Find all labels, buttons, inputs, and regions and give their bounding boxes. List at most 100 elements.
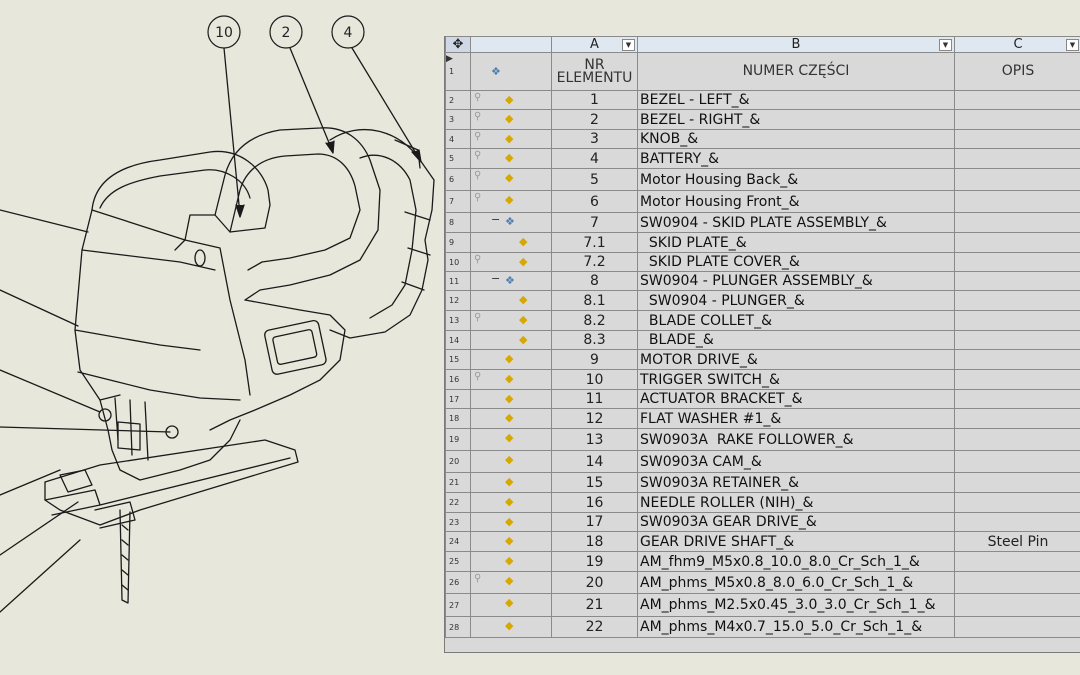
item-number-cell[interactable]: 18: [551, 531, 638, 552]
part-number-cell[interactable]: SW0903A RAKE FOLLOWER_&: [637, 428, 955, 451]
description-cell[interactable]: [954, 129, 1080, 149]
part-number-cell[interactable]: AM_phms_M5x0.8_8.0_6.0_Cr_Sch_1_&: [637, 571, 955, 594]
item-number-cell[interactable]: 16: [551, 492, 638, 513]
item-number-cell[interactable]: 8: [551, 271, 638, 291]
item-number-cell[interactable]: 9: [551, 349, 638, 370]
item-number-cell[interactable]: 8.2: [551, 310, 638, 331]
item-number-cell[interactable]: 19: [551, 551, 638, 572]
chevron-down-icon[interactable]: ▼: [939, 39, 952, 51]
part-number-cell[interactable]: BLADE_&: [637, 330, 955, 350]
part-number-cell[interactable]: TRIGGER SWITCH_&: [637, 369, 955, 390]
part-number-cell[interactable]: ACTUATOR BRACKET_&: [637, 389, 955, 409]
description-cell[interactable]: [954, 472, 1080, 493]
table-row[interactable]: 9◆7.1 SKID PLATE_&: [445, 232, 1080, 253]
description-cell[interactable]: [954, 593, 1080, 617]
table-move-handle-icon[interactable]: ✥: [445, 36, 471, 53]
chevron-down-icon[interactable]: ▼: [1066, 39, 1079, 51]
item-number-cell[interactable]: 8.1: [551, 290, 638, 311]
part-number-cell[interactable]: AM_fhm9_M5x0.8_10.0_8.0_Cr_Sch_1_&: [637, 551, 955, 572]
description-cell[interactable]: [954, 310, 1080, 331]
description-cell[interactable]: [954, 492, 1080, 513]
part-number-cell[interactable]: BATTERY_&: [637, 148, 955, 169]
description-cell[interactable]: [954, 616, 1080, 638]
table-row[interactable]: 14◆8.3 BLADE_&: [445, 330, 1080, 350]
balloon-2[interactable]: 2: [282, 25, 291, 41]
description-cell[interactable]: [954, 571, 1080, 594]
description-cell[interactable]: Steel Pin: [954, 531, 1080, 552]
column-header-c[interactable]: C▼: [954, 36, 1080, 53]
part-number-cell[interactable]: SKID PLATE_&: [637, 232, 955, 253]
part-number-cell[interactable]: SW0903A RETAINER_&: [637, 472, 955, 493]
description-cell[interactable]: [954, 232, 1080, 253]
part-number-cell[interactable]: NEEDLE ROLLER (NIH)_&: [637, 492, 955, 513]
part-number-cell[interactable]: AM_phms_M4x0.7_15.0_5.0_Cr_Sch_1_&: [637, 616, 955, 638]
description-cell[interactable]: [954, 450, 1080, 473]
bill-of-materials-table[interactable]: ▶ ✥ A▼ B▼ C▼ 1 ❖ NR ELEMENTU NUMER CZĘŚC…: [444, 36, 1080, 653]
item-number-cell[interactable]: 10: [551, 369, 638, 390]
description-cell[interactable]: [954, 90, 1080, 110]
item-number-cell[interactable]: 2: [551, 109, 638, 130]
column-header-a[interactable]: A▼: [551, 36, 638, 53]
description-cell[interactable]: [954, 109, 1080, 130]
part-number-cell[interactable]: SW0903A CAM_&: [637, 450, 955, 473]
item-number-cell[interactable]: 1: [551, 90, 638, 110]
description-cell[interactable]: [954, 212, 1080, 233]
part-number-cell[interactable]: BEZEL - RIGHT_&: [637, 109, 955, 130]
part-number-cell[interactable]: Motor Housing Back_&: [637, 168, 955, 191]
part-number-cell[interactable]: BEZEL - LEFT_&: [637, 90, 955, 110]
item-number-cell[interactable]: 8.3: [551, 330, 638, 350]
collapse-toggle-icon[interactable]: −: [491, 213, 501, 227]
item-number-cell[interactable]: 5: [551, 168, 638, 191]
collapse-toggle-icon[interactable]: −: [491, 272, 501, 286]
description-cell[interactable]: [954, 330, 1080, 350]
chevron-down-icon[interactable]: ▼: [622, 39, 635, 51]
part-number-cell[interactable]: SKID PLATE COVER_&: [637, 252, 955, 272]
description-cell[interactable]: [954, 512, 1080, 532]
item-number-cell[interactable]: 17: [551, 512, 638, 532]
description-cell[interactable]: [954, 369, 1080, 390]
description-cell[interactable]: [954, 190, 1080, 213]
item-number-cell[interactable]: 14: [551, 450, 638, 473]
part-number-cell[interactable]: SW0904 - SKID PLATE ASSEMBLY_&: [637, 212, 955, 233]
item-number-cell[interactable]: 13: [551, 428, 638, 451]
balloon-10[interactable]: 10: [215, 25, 233, 41]
item-number-cell[interactable]: 11: [551, 389, 638, 409]
table-row[interactable]: 10⚲◆7.2 SKID PLATE COVER_&: [445, 252, 1080, 272]
item-number-cell[interactable]: 3: [551, 129, 638, 149]
part-number-cell[interactable]: FLAT WASHER #1_&: [637, 408, 955, 429]
item-number-cell[interactable]: 12: [551, 408, 638, 429]
part-number-cell[interactable]: Motor Housing Front_&: [637, 190, 955, 213]
item-number-cell[interactable]: 21: [551, 593, 638, 617]
item-number-cell[interactable]: 7: [551, 212, 638, 233]
item-number-cell[interactable]: 6: [551, 190, 638, 213]
item-number-cell[interactable]: 7.2: [551, 252, 638, 272]
item-number-cell[interactable]: 4: [551, 148, 638, 169]
part-number-cell[interactable]: SW0904 - PLUNGER ASSEMBLY_&: [637, 271, 955, 291]
part-number-cell[interactable]: GEAR DRIVE SHAFT_&: [637, 531, 955, 552]
item-number-cell[interactable]: 20: [551, 571, 638, 594]
column-header-b[interactable]: B▼: [637, 36, 955, 53]
description-cell[interactable]: [954, 349, 1080, 370]
part-number-cell[interactable]: BLADE COLLET_&: [637, 310, 955, 331]
table-row[interactable]: 13⚲◆8.2 BLADE COLLET_&: [445, 310, 1080, 331]
description-cell[interactable]: [954, 252, 1080, 272]
balloon-4[interactable]: 4: [344, 25, 353, 41]
